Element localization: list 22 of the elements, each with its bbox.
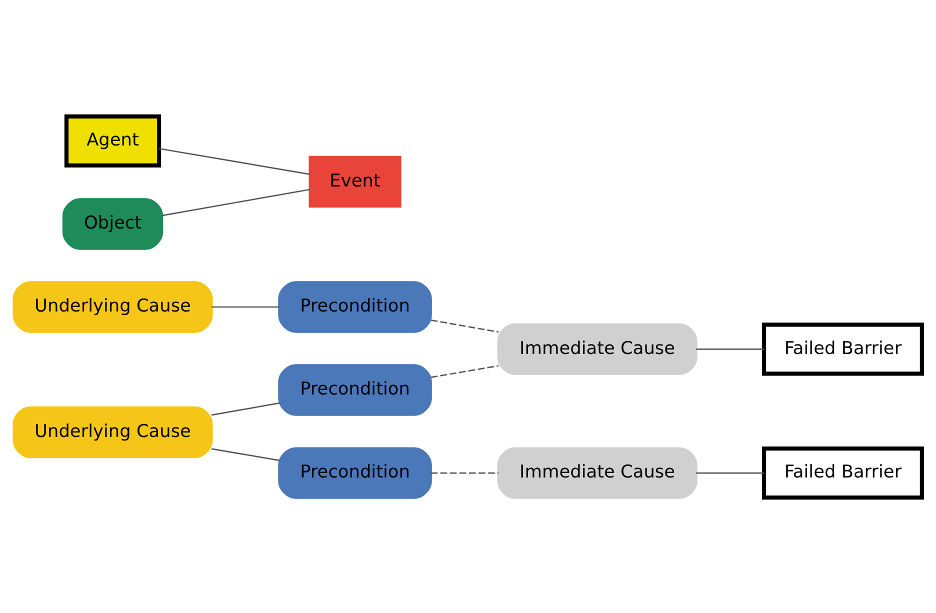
node-box: Precondition: [278, 364, 432, 416]
connector: [211, 402, 280, 416]
node-box: Underlying Cause: [12, 406, 213, 458]
node-box: Immediate Cause: [497, 446, 698, 498]
node-box: Failed Barrier: [762, 322, 924, 376]
node-box: Precondition: [278, 280, 432, 332]
connector: [162, 188, 310, 216]
connector: [212, 306, 280, 308]
connector: [696, 348, 764, 350]
connector: [159, 147, 310, 174]
node-box: Precondition: [278, 446, 432, 498]
connector: [430, 472, 499, 474]
connector: [430, 364, 499, 378]
node-box: Event: [308, 155, 402, 208]
node-box: Object: [62, 198, 164, 250]
node-box: Immediate Cause: [497, 322, 698, 375]
node-box: Failed Barrier: [762, 446, 924, 500]
connector: [696, 472, 764, 474]
connector: [211, 448, 280, 461]
node-box: Underlying Cause: [12, 280, 213, 332]
node-box: Agent: [64, 114, 162, 167]
connector: [430, 318, 499, 332]
